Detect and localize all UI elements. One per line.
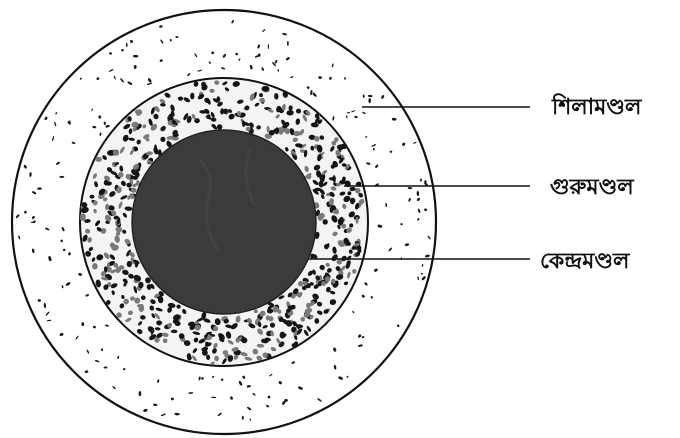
- core-label: কেন্দ্রমণ্ডল: [540, 249, 631, 274]
- core-layer: [132, 130, 316, 314]
- mantle-speckle: [195, 325, 201, 331]
- mantle-label: গুরুমণ্ডল: [550, 175, 635, 200]
- crust-label: শিলামণ্ডল: [551, 93, 643, 120]
- mantle-speckle: [325, 276, 330, 282]
- crust-speckle: [139, 391, 142, 396]
